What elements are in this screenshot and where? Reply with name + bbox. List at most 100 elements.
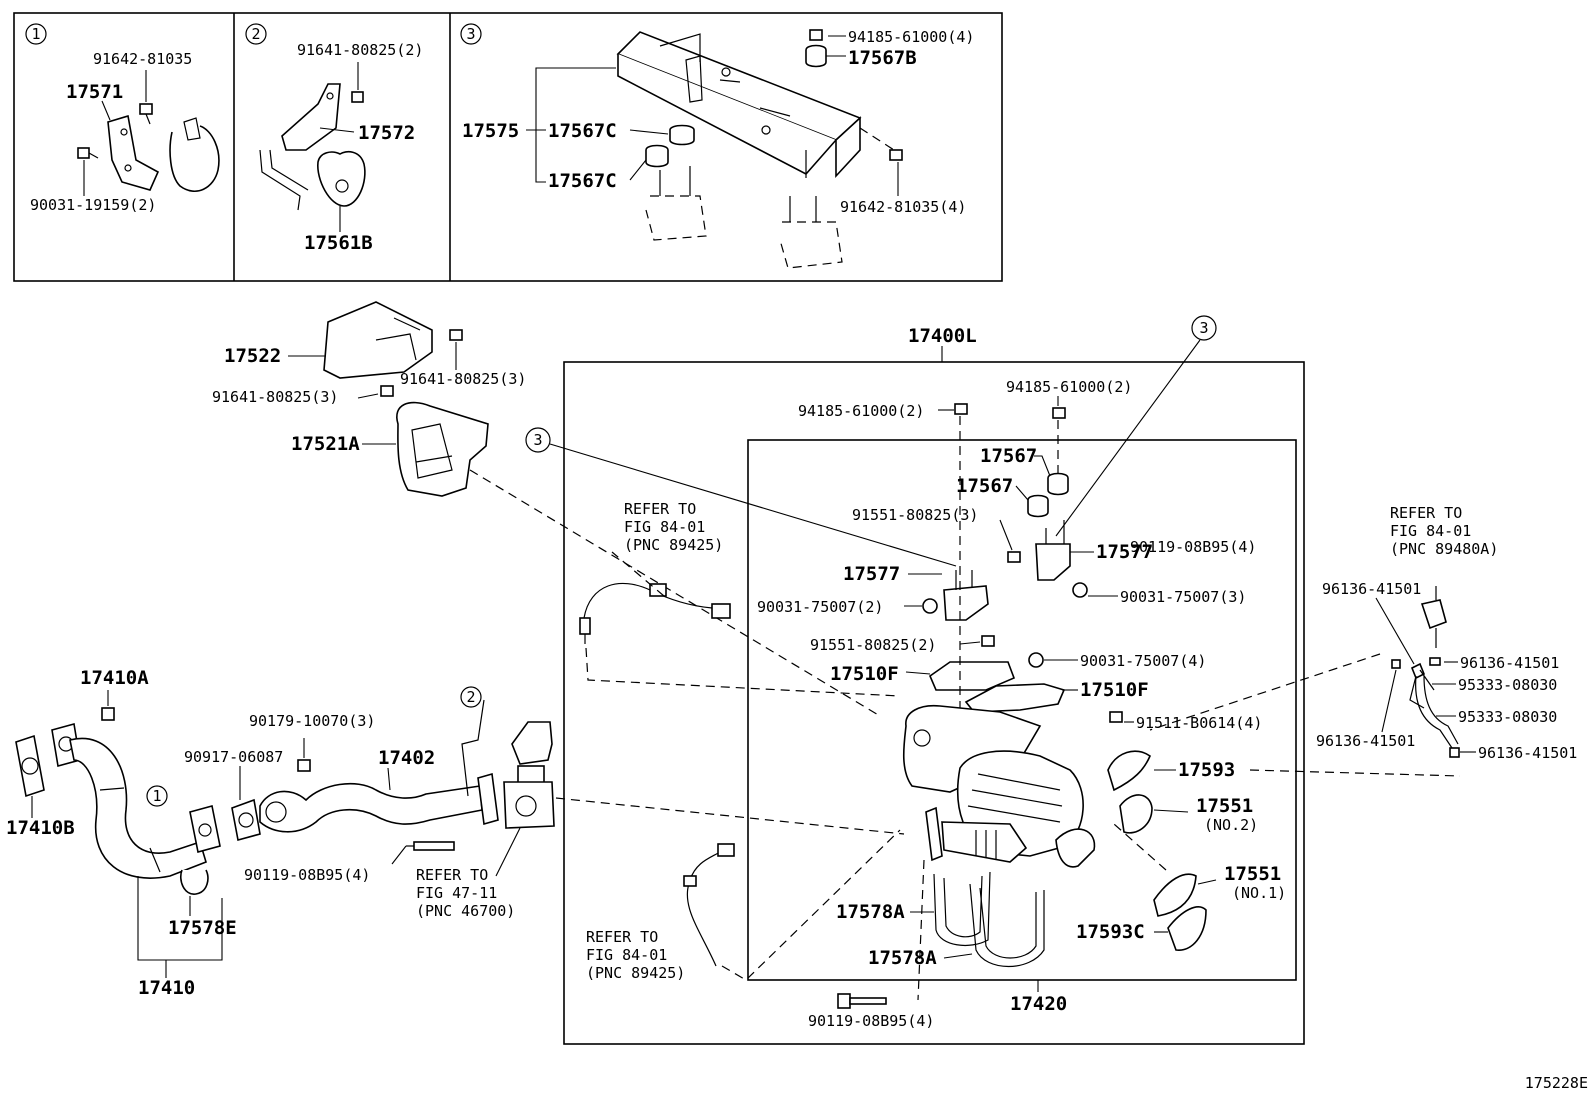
front-pipe-art bbox=[15, 699, 555, 895]
main-leader-cushion-b bbox=[1015, 485, 1029, 501]
main-leader-band-b bbox=[943, 953, 973, 959]
front-dash-to-converter bbox=[555, 797, 905, 835]
front-label-nut: 90179-10070(3) bbox=[249, 712, 375, 730]
main-leader-gasket-l bbox=[905, 671, 931, 675]
front-label-gasket: 90917-06087 bbox=[184, 748, 283, 766]
inset2-leader-b bbox=[319, 127, 355, 133]
main-label-cushion-a: 17567 bbox=[980, 445, 1037, 467]
inset1-bracket-art bbox=[77, 103, 220, 192]
right-label-hose-b: 95333-08030 bbox=[1458, 708, 1557, 726]
right-label-clip-d: 96136-41501 bbox=[1478, 744, 1577, 762]
main-label-nut-d: 90031-75007(3) bbox=[1120, 588, 1246, 606]
upper-label-bolt-b: 91641-80825(3) bbox=[212, 388, 338, 406]
right-label-clip-b: 96136-41501 bbox=[1460, 654, 1559, 672]
inset-number-2: 2 bbox=[251, 25, 260, 43]
main-ref-number-left: 3 bbox=[533, 431, 542, 449]
inset-number-badge-3 bbox=[460, 23, 482, 45]
inset1-label-nut: 90031-19159(2) bbox=[30, 196, 156, 214]
main-label-bolt-b: 91551-80825(2) bbox=[810, 636, 936, 654]
vsv-hose-art bbox=[1149, 586, 1460, 758]
oxygen-sensor-lower-art bbox=[683, 829, 901, 981]
right-label-hose-a: 95333-08030 bbox=[1458, 676, 1557, 694]
main-label-bracket-r: 17577 bbox=[1096, 541, 1153, 563]
upper-label-bolt-a: 91641-80825(3) bbox=[400, 370, 526, 388]
main-label-insulator-b: 17551 bbox=[1196, 795, 1253, 817]
upper-leader-bolt-b bbox=[357, 393, 379, 399]
oxygen-sensor-upper-art bbox=[579, 551, 901, 697]
refer4-line2: FIG 84-01 bbox=[1390, 522, 1471, 540]
inset1-leader-b bbox=[101, 100, 111, 121]
front-label-clamp: 17578E bbox=[168, 917, 237, 939]
refer4-line1: REFER TO bbox=[1390, 504, 1462, 522]
main-ref-number-right: 3 bbox=[1199, 319, 1208, 337]
front-label-gasket-nut: 17410A bbox=[80, 667, 149, 689]
inset2-mount-art bbox=[259, 83, 366, 211]
front-leader-bolt bbox=[391, 845, 407, 865]
main-label-insulator-b-note: (NO.2) bbox=[1204, 816, 1258, 834]
main-leader-insulator-b bbox=[1153, 809, 1189, 813]
main-label-bolt-r: 90119-08B95(4) bbox=[1130, 538, 1256, 556]
main-upper-hardware-art bbox=[922, 403, 1088, 736]
front-leader-center-pipe bbox=[387, 767, 391, 791]
refer2-line3: (PNC 89425) bbox=[624, 536, 723, 554]
upper-insulator-art bbox=[323, 301, 489, 497]
main-leader-insulator-c bbox=[1197, 879, 1217, 885]
main-label-bolt-a: 91551-80825(3) bbox=[852, 506, 978, 524]
main-ref-badge-left bbox=[525, 427, 551, 453]
main-assembly-frame bbox=[563, 361, 1305, 1045]
main-leader-bolt-a bbox=[999, 519, 1013, 551]
right-label-clip-c: 96136-41501 bbox=[1316, 732, 1415, 750]
refer3-line1: REFER TO bbox=[586, 928, 658, 946]
inset3-label-nut: 94185-61000(4) bbox=[848, 28, 974, 46]
inset3-label-assembly: 17575 bbox=[462, 120, 519, 142]
front-pipe-ref-number-1: 1 bbox=[152, 787, 161, 805]
inset3-label-cushion-c1: 17567C bbox=[548, 120, 617, 142]
heat-insulators-art bbox=[1107, 711, 1461, 951]
right-label-clip-a: 96136-41501 bbox=[1322, 580, 1421, 598]
inset3-leader-cushion-c2 bbox=[629, 159, 647, 181]
refer3-line2: FIG 84-01 bbox=[586, 946, 667, 964]
inset3-crossmember-art bbox=[616, 29, 903, 269]
main-bottom-bolt-art bbox=[837, 993, 887, 1009]
main-label-insulator-c: 17551 bbox=[1224, 863, 1281, 885]
refer4-line3: (PNC 89480A) bbox=[1390, 540, 1498, 558]
front-label-pipe: 17410 bbox=[138, 977, 195, 999]
inset-number-badge-1 bbox=[25, 23, 47, 45]
upper-dash-to-converter bbox=[469, 469, 881, 717]
refer1-line1: REFER TO bbox=[416, 866, 488, 884]
front-pipe-bracket-line bbox=[137, 876, 223, 961]
main-label-insulator-d: 17593C bbox=[1076, 921, 1145, 943]
main-ref-leader-left bbox=[549, 443, 957, 567]
main-label-nut-e: 90031-75007(4) bbox=[1080, 652, 1206, 670]
figure-code: 175228E bbox=[1525, 1074, 1588, 1092]
clamp-bands-art bbox=[933, 871, 1045, 968]
main-label-bolt-d: 90119-08B95(4) bbox=[808, 1012, 934, 1030]
inset3-bracket-line bbox=[535, 67, 616, 183]
main-label-bracket-l: 17577 bbox=[843, 563, 900, 585]
front-leader-refer bbox=[495, 827, 521, 877]
upper-label-insulator: 17522 bbox=[224, 345, 281, 367]
inset3-label-cushion-b: 17567B bbox=[848, 47, 917, 69]
main-ref-badge-right bbox=[1191, 315, 1217, 341]
front-pipe-ref-number-2: 2 bbox=[466, 688, 475, 706]
inset1-label-bolt: 91642-81035 bbox=[93, 50, 192, 68]
refer1-line2: FIG 47-11 bbox=[416, 884, 497, 902]
main-leader-cushion-a bbox=[1034, 455, 1051, 477]
inset3-label-bolt: 91642-81035(4) bbox=[840, 198, 966, 216]
main-label-gasket-r: 17510F bbox=[1080, 679, 1149, 701]
inset-number-3: 3 bbox=[466, 25, 475, 43]
main-label-insulator-a: 17593 bbox=[1178, 759, 1235, 781]
inset-frame bbox=[13, 12, 1003, 282]
inset3-label-cushion-c2: 17567C bbox=[548, 170, 617, 192]
main-label-gasket-l: 17510F bbox=[830, 663, 899, 685]
front-label-gasket-b: 17410B bbox=[6, 817, 75, 839]
inset3-leader-cushion-c1 bbox=[629, 129, 669, 135]
main-label-insulator-c-note: (NO.1) bbox=[1232, 884, 1286, 902]
right-leader-clip-a bbox=[1375, 597, 1415, 665]
main-label-band-a: 17578A bbox=[836, 901, 905, 923]
refer1-line3: (PNC 46700) bbox=[416, 902, 515, 920]
inset2-label-mount: 17561B bbox=[304, 232, 373, 254]
front-pipe-ref-badge-2 bbox=[460, 686, 482, 708]
main-label-nut-b: 94185-61000(2) bbox=[1006, 378, 1132, 396]
